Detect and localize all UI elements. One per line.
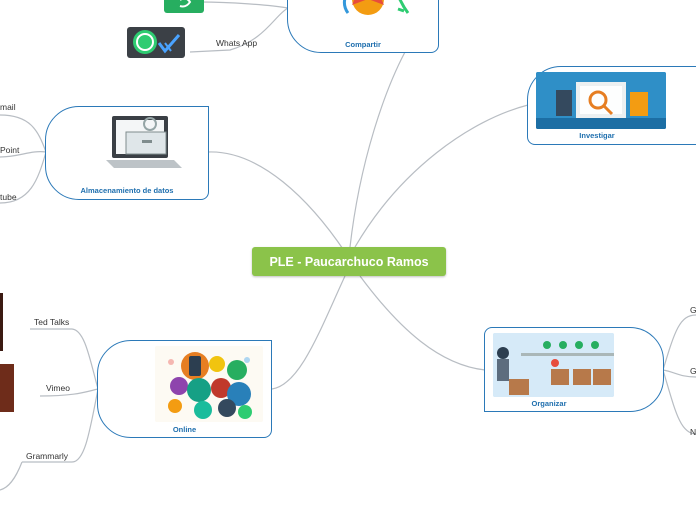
node-online[interactable]: Online — [97, 340, 272, 438]
vimeo-thumbnail — [0, 364, 14, 412]
organize-illustration — [493, 333, 614, 397]
node-investigar-label: Investigar — [579, 131, 615, 140]
research-illustration — [536, 72, 666, 129]
node-online-label: Online — [172, 425, 197, 434]
node-investigar[interactable]: Investigar — [527, 66, 696, 145]
ted-talks-thumbnail — [0, 293, 3, 351]
storage-illustration — [106, 112, 182, 174]
central-topic[interactable]: PLE - Paucarchuco Ramos — [252, 247, 446, 276]
node-organizar[interactable]: Organizar — [484, 327, 664, 412]
leaf-powerpoint[interactable]: Point — [0, 145, 20, 155]
node-almacenamiento-label: Almacenamiento de datos — [80, 186, 174, 195]
node-organizar-label: Organizar — [531, 399, 567, 408]
central-topic-label: PLE - Paucarchuco Ramos — [269, 254, 429, 269]
leaf-vimeo[interactable]: Vimeo — [46, 383, 70, 393]
leaf-whatsapp[interactable]: Whats App — [216, 38, 258, 48]
node-almacenamiento[interactable]: Almacenamiento de datos — [45, 106, 209, 200]
leaf-ted-talks[interactable]: Ted Talks — [34, 317, 70, 327]
whatsapp-icon — [127, 27, 185, 58]
leaf-organizar-3[interactable]: N — [690, 427, 696, 437]
leaf-organizar-1[interactable]: G — [690, 305, 696, 315]
leaf-organizar-2[interactable]: G — [690, 366, 696, 376]
node-compartir[interactable]: Compartir — [287, 0, 439, 53]
leaf-youtube[interactable]: tube — [0, 192, 17, 202]
node-compartir-label: Compartir — [345, 40, 381, 49]
phone-icon — [164, 0, 204, 13]
apps-illustration — [155, 346, 263, 422]
leaf-email[interactable]: mail — [0, 102, 16, 112]
leaf-grammarly[interactable]: Grammarly — [26, 451, 69, 461]
share-illustration — [338, 0, 418, 17]
